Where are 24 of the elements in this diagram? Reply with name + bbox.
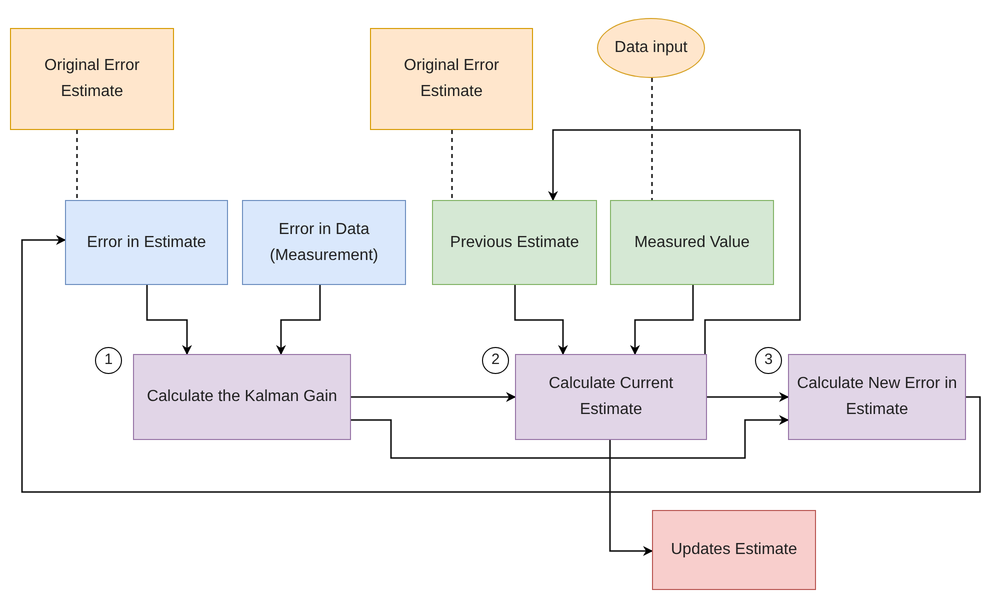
process-box: Calculate Current Estimate [515,354,707,440]
arrow [707,392,789,402]
arrow [630,285,694,355]
arrow [548,129,801,354]
input-box: Measured Value [610,200,774,285]
dashed-line [651,78,653,200]
dashed-line [451,130,453,200]
input-box: Previous Estimate [432,200,597,285]
dashed-line [76,130,78,200]
arrow [276,285,321,355]
note-box: Original Error Estimate [370,28,533,130]
note-box: Original Error Estimate [10,28,174,130]
arrow [514,285,568,355]
arrow [609,440,653,556]
output-box: Updates Estimate [652,510,816,590]
process-box: Calculate the Kalman Gain [133,354,351,440]
input-ellipse: Data input [597,18,705,78]
arrow [21,235,981,493]
arrow [351,392,516,402]
process-box: Calculate New Error in Estimate [788,354,966,440]
input-box: Error in Estimate [65,200,228,285]
input-box: Error in Data (Measurement) [242,200,406,285]
arrow [146,285,192,355]
arrow [351,415,789,459]
